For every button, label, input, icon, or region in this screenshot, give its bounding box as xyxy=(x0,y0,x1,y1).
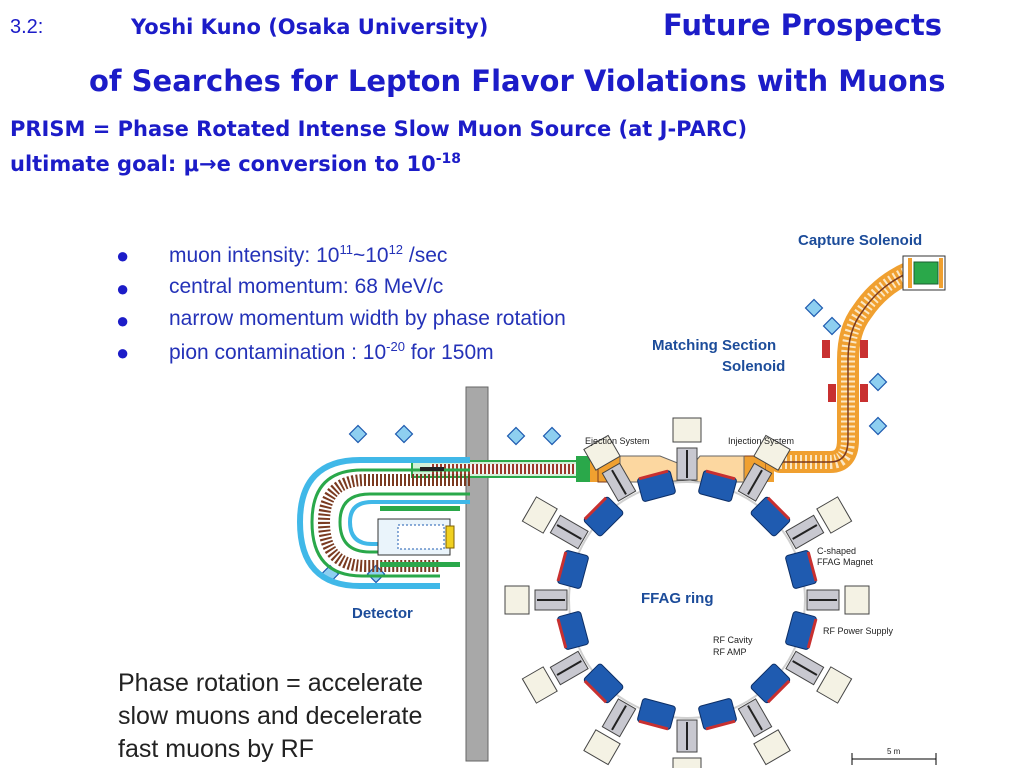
matching-label-1: Matching Section xyxy=(652,337,776,354)
rf-power-box xyxy=(504,585,530,615)
goal-prefix: ultimate goal: μ xyxy=(10,152,200,176)
magnet-coil xyxy=(766,679,791,704)
capture-transport xyxy=(769,255,946,473)
bullet-item-4: ● pion contamination : 10-20 for 150m xyxy=(116,339,494,366)
bullet-dot: ● xyxy=(116,243,130,268)
c-magnet-label-1: C-shaped xyxy=(817,546,856,556)
cavity-line xyxy=(747,469,763,495)
rf-power-box xyxy=(521,666,558,704)
rf-power-box xyxy=(521,496,558,534)
goal-mid: e conversion to 10 xyxy=(216,152,436,176)
speaker-name: Yoshi Kuno (Osaka University) xyxy=(131,15,489,39)
cavity-line xyxy=(792,660,818,676)
bullet-item-2: ● central momentum: 68 MeV/c xyxy=(116,275,443,302)
title-line-2: of Searches for Lepton Flavor Violations… xyxy=(89,64,946,98)
rf-power-box xyxy=(583,729,621,766)
detector-solenoid xyxy=(296,457,470,589)
magnet-coil xyxy=(705,469,736,481)
bullet-text: central momentum: 68 MeV/c xyxy=(169,275,444,298)
rf-power-box xyxy=(844,585,870,615)
subtitle-line-2: ultimate goal: μ→e conversion to 10-18 xyxy=(10,151,461,176)
bullet-dot: ● xyxy=(116,340,130,365)
subtitle-line-1: PRISM = Phase Rotated Intense Slow Muon … xyxy=(10,117,748,141)
scale-label: 5 m xyxy=(887,747,901,756)
rf-power-box xyxy=(816,666,853,704)
injection-label: Injection System xyxy=(728,436,794,446)
rf-power-box xyxy=(672,417,702,443)
cavity-line xyxy=(747,705,763,731)
rf-power-box xyxy=(753,434,791,471)
bullet-text: pion contamination : 10-20 for 150m xyxy=(169,339,494,364)
rf-power-box xyxy=(672,757,702,768)
scale-bar xyxy=(851,753,937,765)
bullet-dot: ● xyxy=(116,308,130,333)
magnet-coil xyxy=(583,679,608,704)
magnet-coil xyxy=(638,469,669,481)
magnet-coil xyxy=(705,719,736,731)
phase-note-line-2: slow muons and decelerate xyxy=(118,702,423,730)
rf-amp-label: RF AMP xyxy=(713,647,747,657)
cavity-line xyxy=(611,705,627,731)
rf-power-box xyxy=(816,496,853,534)
phase-rotation-note: Phase rotation = accelerate slow muons a… xyxy=(118,667,423,766)
bullet-text: muon intensity: 1011~1012 /sec xyxy=(169,242,448,267)
cavity-line xyxy=(611,469,627,495)
cavity-line xyxy=(556,524,582,540)
magnet-coil xyxy=(583,496,608,521)
title-line-1: Future Prospects xyxy=(663,8,943,42)
magnet-coil xyxy=(806,618,818,649)
bullet-text: narrow momentum width by phase rotation xyxy=(169,307,566,330)
magnet-coil xyxy=(806,551,818,582)
magnet-coil xyxy=(766,496,791,521)
phase-note-line-3: fast muons by RF xyxy=(118,735,314,763)
phase-note-line-1: Phase rotation = accelerate xyxy=(118,669,424,697)
cavity-line xyxy=(792,524,818,540)
ejection-label: Ejection System xyxy=(585,436,650,446)
magnet-coil xyxy=(556,618,568,649)
ring-orbit xyxy=(568,481,806,719)
ejection-beamline xyxy=(411,456,590,482)
rf-power-box xyxy=(583,434,621,471)
matching-label-2: Solenoid xyxy=(722,358,785,375)
magnet-coil xyxy=(556,551,568,582)
bullet-item-3: ● narrow momentum width by phase rotatio… xyxy=(116,307,566,334)
bullet-dot: ● xyxy=(116,276,130,301)
detector-label: Detector xyxy=(352,605,413,622)
cavity-line xyxy=(556,660,582,676)
ffag-ring xyxy=(504,417,870,768)
rf-power-label: RF Power Supply xyxy=(823,626,894,636)
magnet-coil xyxy=(638,719,669,731)
rf-cavity-label: RF Cavity xyxy=(713,635,753,645)
bullet-item-1: ● muon intensity: 1011~1012 /sec xyxy=(116,242,447,269)
slide-number: 3.2: xyxy=(10,16,44,38)
goal-exponent: -18 xyxy=(435,151,461,167)
shield-wall xyxy=(465,386,489,762)
rf-power-box xyxy=(753,729,791,766)
capture-solenoid-label: Capture Solenoid xyxy=(798,232,922,249)
c-magnet-label-2: FFAG Magnet xyxy=(817,557,874,567)
arrow-icon: → xyxy=(199,152,217,176)
ffag-ring-label: FFAG ring xyxy=(641,590,714,607)
